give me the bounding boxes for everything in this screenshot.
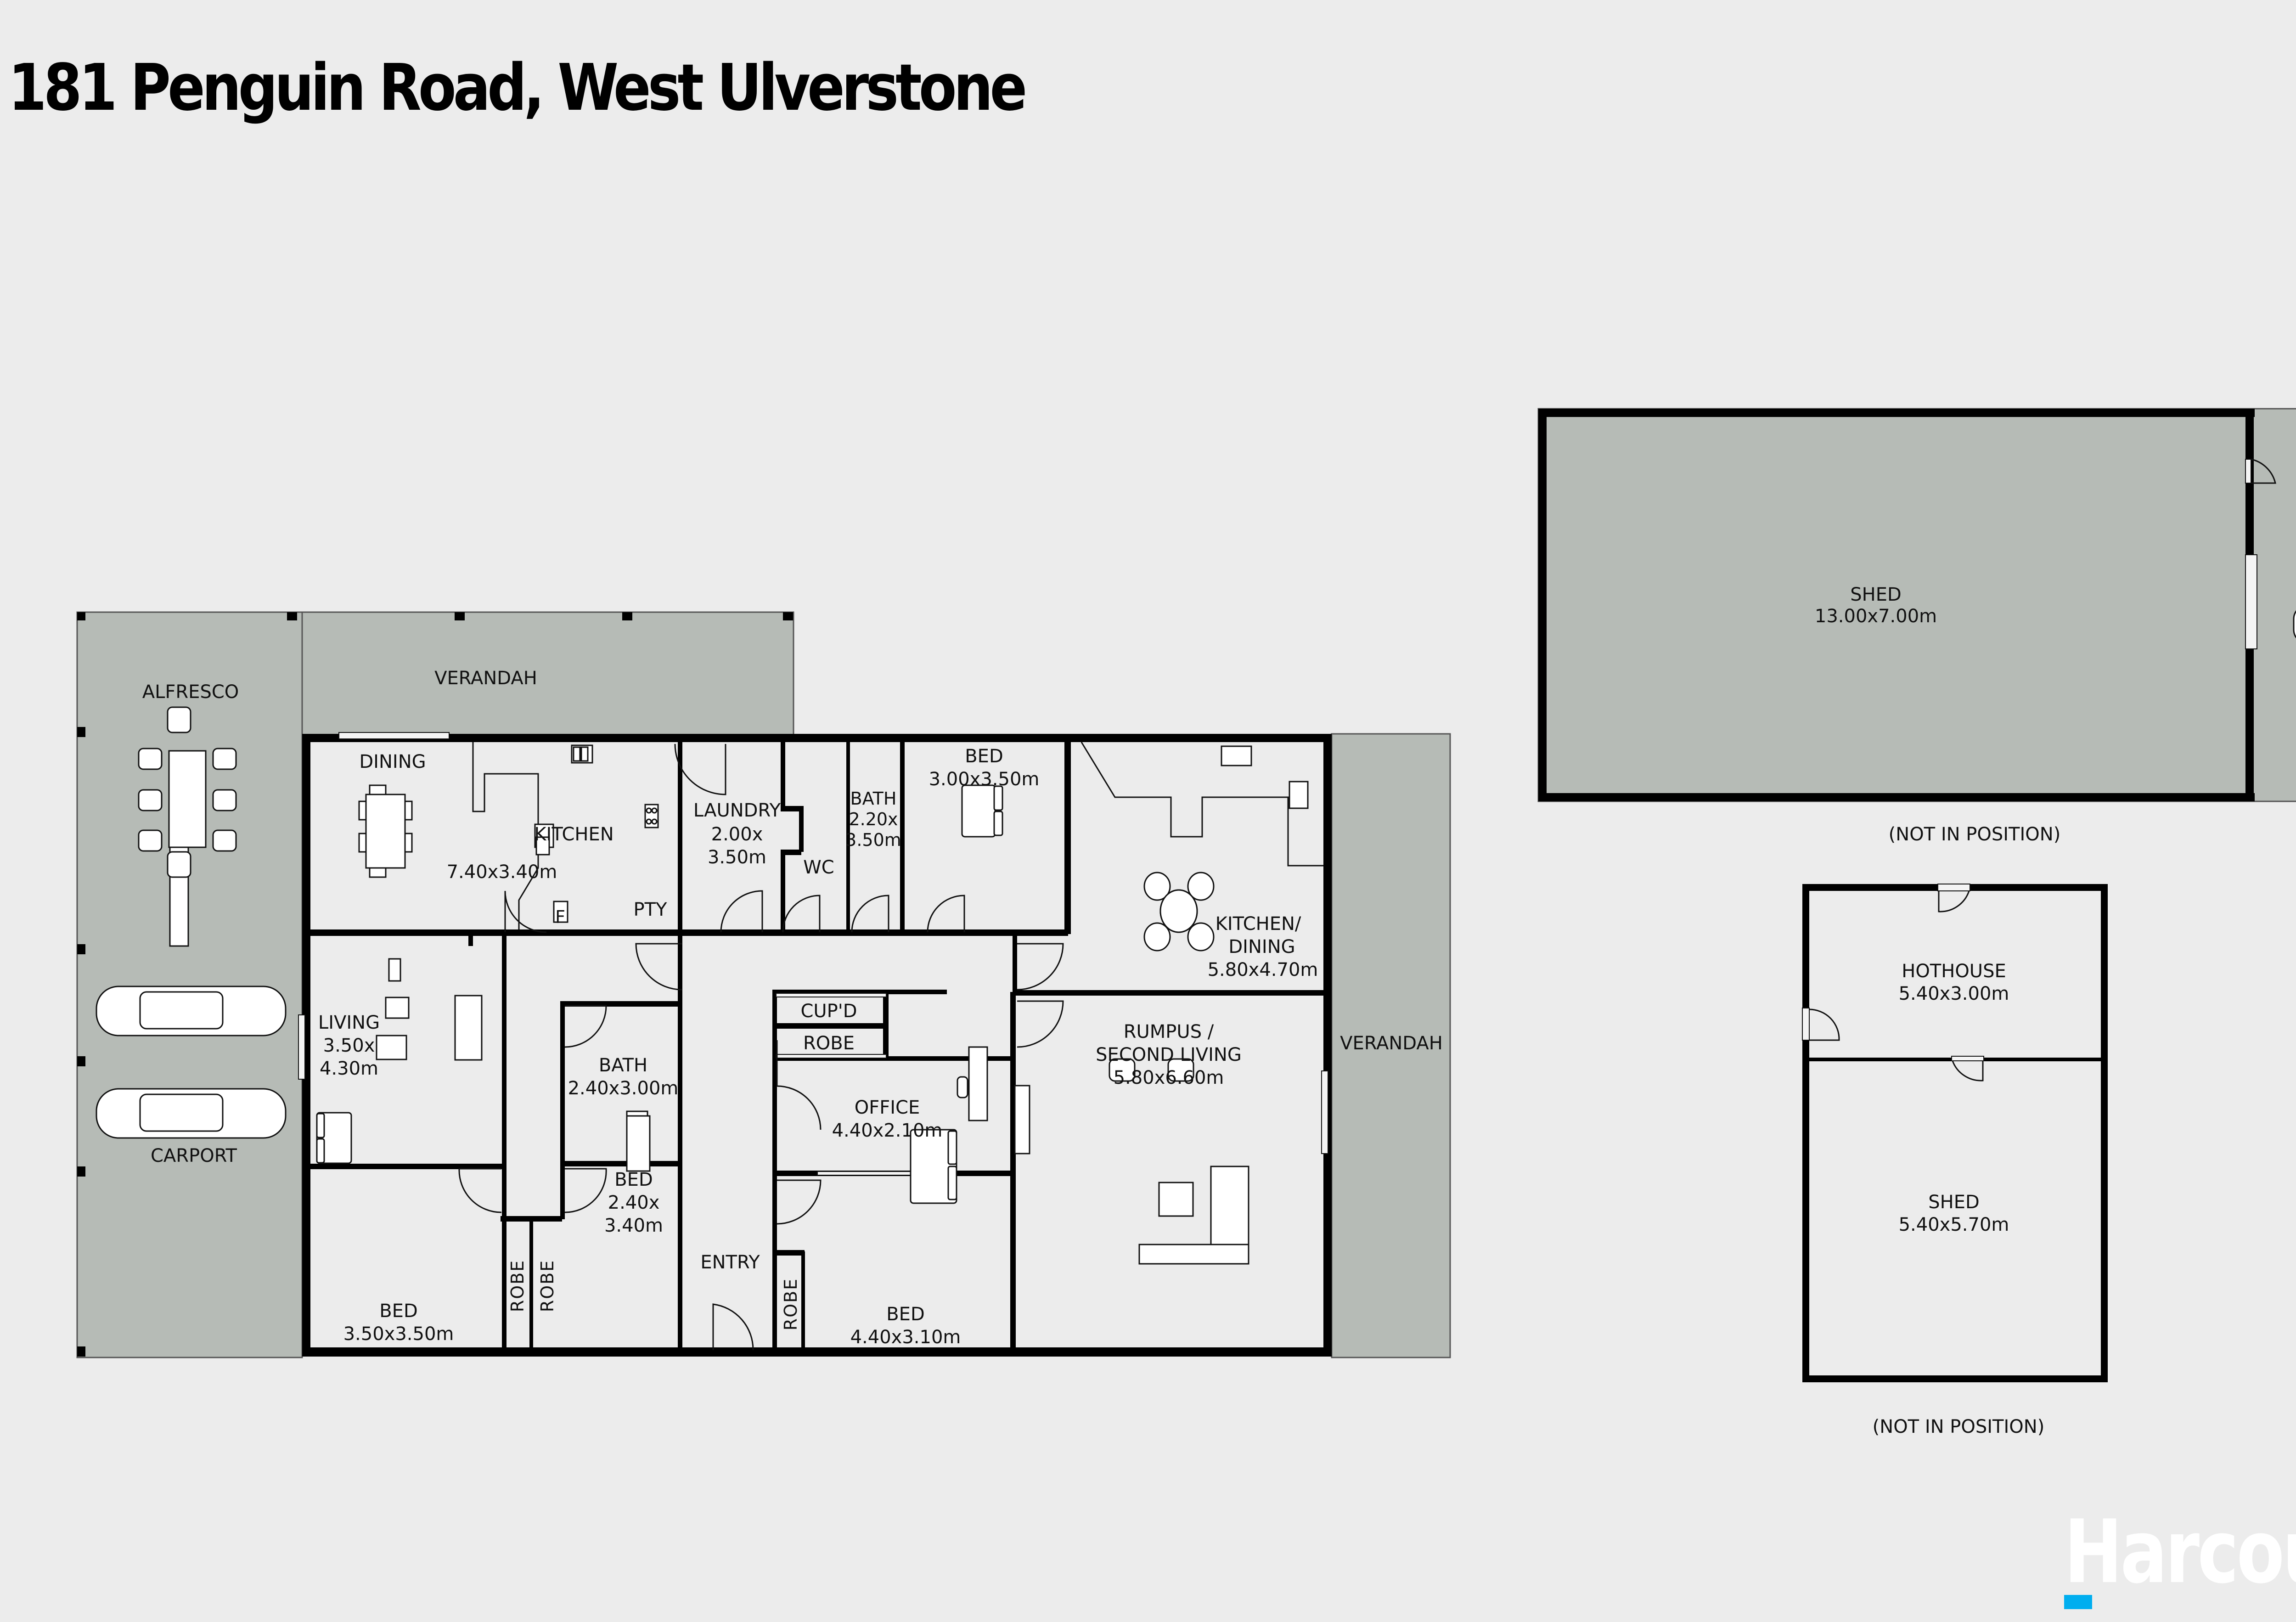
bed-top-label: BED <box>965 746 1003 767</box>
kitchen-dining-counter <box>1080 742 1323 867</box>
bath-small-label: BATH <box>850 788 897 809</box>
kitchen-size: 7.40x3.40m <box>447 862 557 883</box>
bed-small-size-1: 2.40x <box>608 1192 660 1213</box>
small-shed-label: SHED <box>1928 1192 1980 1213</box>
rumpus-label-1: RUMPUS / <box>1124 1021 1214 1042</box>
kitchen-dining-size: 5.80x4.70m <box>1208 959 1318 980</box>
robe-office-label: ROBE <box>803 1033 855 1054</box>
large-shed: SHED 13.00x7.00m CARPORT (NOT IN POSITIO… <box>1537 408 2296 845</box>
rumpus-furniture <box>1014 1058 1249 1265</box>
main-house: ALFRESCO VERANDAH CARPORT VERANDAH DININ… <box>76 611 1451 1358</box>
windows <box>298 732 1328 1176</box>
bed-top-size: 3.00x3.50m <box>929 769 1040 790</box>
large-shed-note: (NOT IN POSITION) <box>1889 824 2061 845</box>
round-table-icon <box>1143 872 1215 952</box>
bed-bottom-size: 4.40x3.10m <box>850 1327 961 1348</box>
sink-icon <box>571 744 593 764</box>
bath-main-size: 2.40x3.00m <box>568 1078 679 1099</box>
small-shed: HOTHOUSE 5.40x3.00m SHED 5.40x5.70m (NOT… <box>1802 884 2108 1437</box>
carport-label: CARPORT <box>151 1145 237 1166</box>
bed-left-size: 3.50x3.50m <box>343 1324 454 1345</box>
bed-bottom-icon <box>910 1129 957 1204</box>
kitchen-dining-label-2: DINING <box>1228 936 1295 957</box>
hothouse-size: 5.40x3.00m <box>1899 983 2009 1004</box>
bed-left-icon <box>316 1112 352 1164</box>
laundry-label: LAUNDRY <box>693 800 781 821</box>
car-icon <box>96 986 287 1036</box>
living-size-2: 4.30m <box>320 1058 378 1079</box>
alfresco-table-icon <box>138 706 237 947</box>
verandah-posts <box>77 612 793 1357</box>
bed-left-label: BED <box>379 1301 418 1322</box>
verandah-right-label: VERANDAH <box>1340 1033 1443 1054</box>
robe-2-label: ROBE <box>537 1260 557 1312</box>
rumpus-label-2: SECOND LIVING <box>1096 1044 1242 1065</box>
rumpus-size: 5.80x6.60m <box>1114 1067 1224 1088</box>
laundry-size-1: 2.00x <box>711 824 763 845</box>
logo-accent-bar <box>2064 1595 2092 1609</box>
harcourts-logo: Harcourts <box>2064 1501 2296 1609</box>
carport-area <box>76 611 303 1358</box>
alfresco-label: ALFRESCO <box>142 681 239 703</box>
bath-main-label: BATH <box>599 1055 647 1076</box>
office-label: OFFICE <box>855 1097 920 1118</box>
bed-bottom-label: BED <box>886 1304 925 1325</box>
dining-table-icon <box>358 784 413 878</box>
fridge-label: F <box>555 907 565 927</box>
office-size: 4.40x2.10m <box>832 1120 943 1141</box>
bed-icon <box>961 784 1003 838</box>
car-icon <box>96 1088 287 1139</box>
robe-1-label: ROBE <box>507 1260 528 1312</box>
bed-small-label: BED <box>614 1169 653 1190</box>
logo-text: Harcourts <box>2064 1501 2296 1603</box>
living-furniture <box>376 958 483 1061</box>
exterior-walls <box>302 734 1332 1357</box>
kitchen-dining-label-1: KITCHEN/ <box>1216 913 1301 935</box>
entry-label: ENTRY <box>700 1252 760 1273</box>
dining-label: DINING <box>359 751 426 772</box>
large-shed-size: 13.00x7.00m <box>1815 606 1937 627</box>
kitchen-label: KITCHEN <box>534 824 613 845</box>
car-icon <box>2293 610 2296 639</box>
fridge-icon <box>553 901 568 923</box>
stove-icon <box>644 804 659 828</box>
bed-small-size-2: 3.40m <box>604 1215 663 1236</box>
cupboard-label: CUP'D <box>800 1001 857 1022</box>
small-shed-size: 5.40x5.70m <box>1899 1214 2009 1235</box>
page-title: 181 Penguin Road, West Ulverstone <box>8 51 1027 125</box>
office-desk-icon <box>957 1046 988 1121</box>
small-shed-note: (NOT IN POSITION) <box>1873 1416 2045 1437</box>
robe-3-label: ROBE <box>781 1278 801 1330</box>
doors <box>458 743 1064 1351</box>
bed-small-icon <box>626 1110 651 1172</box>
hothouse-label: HOTHOUSE <box>1902 961 2006 982</box>
living-size-1: 3.50x <box>323 1035 375 1056</box>
bath-small-size-1: 2.20x <box>849 809 898 829</box>
bath-small-size-2: 3.50m <box>845 830 901 850</box>
verandah-right-area <box>1331 733 1451 1358</box>
living-label: LIVING <box>318 1012 380 1033</box>
wc-label: WC <box>803 857 834 878</box>
large-shed-label: SHED <box>1850 584 1902 605</box>
laundry-size-2: 3.50m <box>708 847 766 868</box>
verandah-top-label: VERANDAH <box>434 668 537 689</box>
pantry-label: PTY <box>634 899 668 920</box>
